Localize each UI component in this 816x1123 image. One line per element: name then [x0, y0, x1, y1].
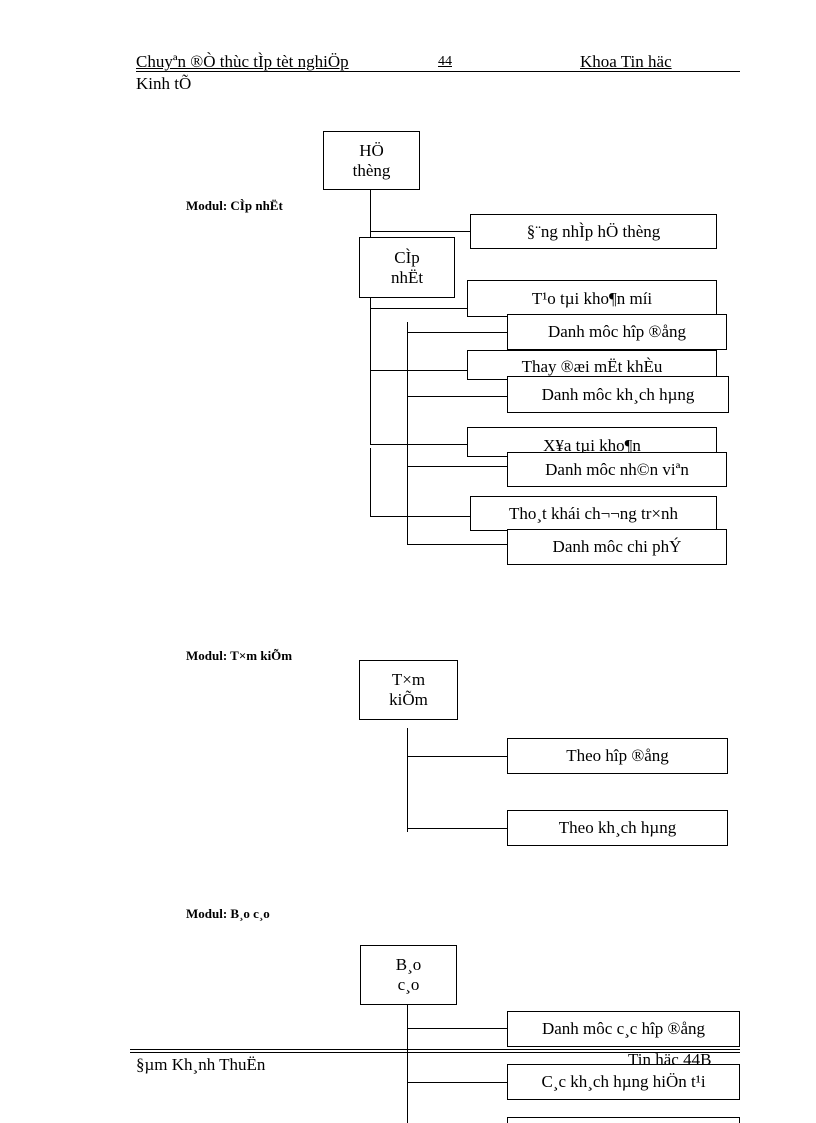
node-exit-program: Tho¸t khái ch¬­¬­ng tr×nh [470, 496, 717, 531]
connector-line [370, 231, 470, 232]
node-label: kiÕm [389, 690, 428, 709]
footer-rule [130, 1049, 740, 1050]
node-change-password: Thay ®æi mËt khÈu [467, 350, 717, 380]
connector-line [370, 308, 470, 309]
header-rule [136, 71, 740, 72]
connector-line [407, 756, 507, 757]
connector-line [407, 828, 507, 829]
node-label: c¸o [397, 975, 420, 994]
connector-line [407, 466, 507, 467]
node-report-contracts: Danh môc c¸c hîp ®ång [507, 1011, 740, 1047]
header-title: Chuyªn ®Ò thùc tÌp tèt nghiÖp [136, 52, 349, 71]
header-department-cont: Kinh tÕ [136, 74, 192, 93]
connector-line [370, 516, 470, 517]
footer-author: §µm Kh¸nh ThuËn [136, 1055, 266, 1074]
footer-class-clip: Tin häc 44B [628, 1053, 740, 1066]
node-update-root: CÌp nhËt [359, 237, 455, 298]
module-label-report: Modul: B¸o c¸o [186, 906, 270, 921]
node-search-by-customer: Theo kh¸ch hµng [507, 810, 728, 846]
node-system-root: HÖ thèng [323, 131, 420, 190]
system-trunk-line [370, 190, 371, 444]
connector-line [370, 444, 470, 445]
node-login: §¨ng nhÌp hÖ thèng [470, 214, 717, 249]
node-search-by-contract: Theo hîp ®ång [507, 738, 728, 774]
module-label-update: Modul: CÌp nhËt [186, 198, 283, 213]
node-label: thèng [352, 160, 391, 180]
node-label: HÖ [359, 140, 384, 160]
node-label: B¸o [395, 955, 422, 974]
connector-line [407, 396, 507, 397]
footer-class: Tin häc 44B [628, 1053, 712, 1066]
node-label: nhËt [390, 267, 424, 287]
node-report-root: B¸o c¸o [360, 945, 457, 1005]
node-label: T×m [391, 670, 426, 689]
node-contracts-list: Danh môc hîp ®ång [507, 314, 727, 350]
footer-rule [130, 1052, 740, 1053]
node-report-current-customers: C¸c kh¸ch hµng hiÖn t¹i [507, 1064, 740, 1100]
node-costs-list: Danh môc chi phÝ [507, 529, 727, 565]
node-report-partial [507, 1117, 740, 1123]
connector-line [407, 1082, 507, 1083]
header-page-number: 44 [438, 54, 452, 69]
connector-line [407, 544, 507, 545]
header-department: Khoa Tin häc [580, 52, 672, 71]
connector-line [370, 370, 470, 371]
node-search-root: T×m kiÕm [359, 660, 458, 720]
node-new-account: T¹o tµi kho¶n míi [467, 280, 717, 317]
search-trunk-line [407, 728, 408, 832]
node-customers-list: Danh môc kh¸ch hµng [507, 376, 729, 413]
node-staff-list: Danh môc nh©n viªn [507, 452, 727, 487]
module-label-search: Modul: T×m kiÕm [186, 648, 293, 663]
report-trunk-line [407, 1005, 408, 1123]
connector-line [407, 332, 507, 333]
update-trunk-line [407, 322, 408, 544]
connector-line [407, 1028, 507, 1029]
system-lower-line [370, 448, 371, 516]
node-label: CÌp [394, 247, 420, 267]
